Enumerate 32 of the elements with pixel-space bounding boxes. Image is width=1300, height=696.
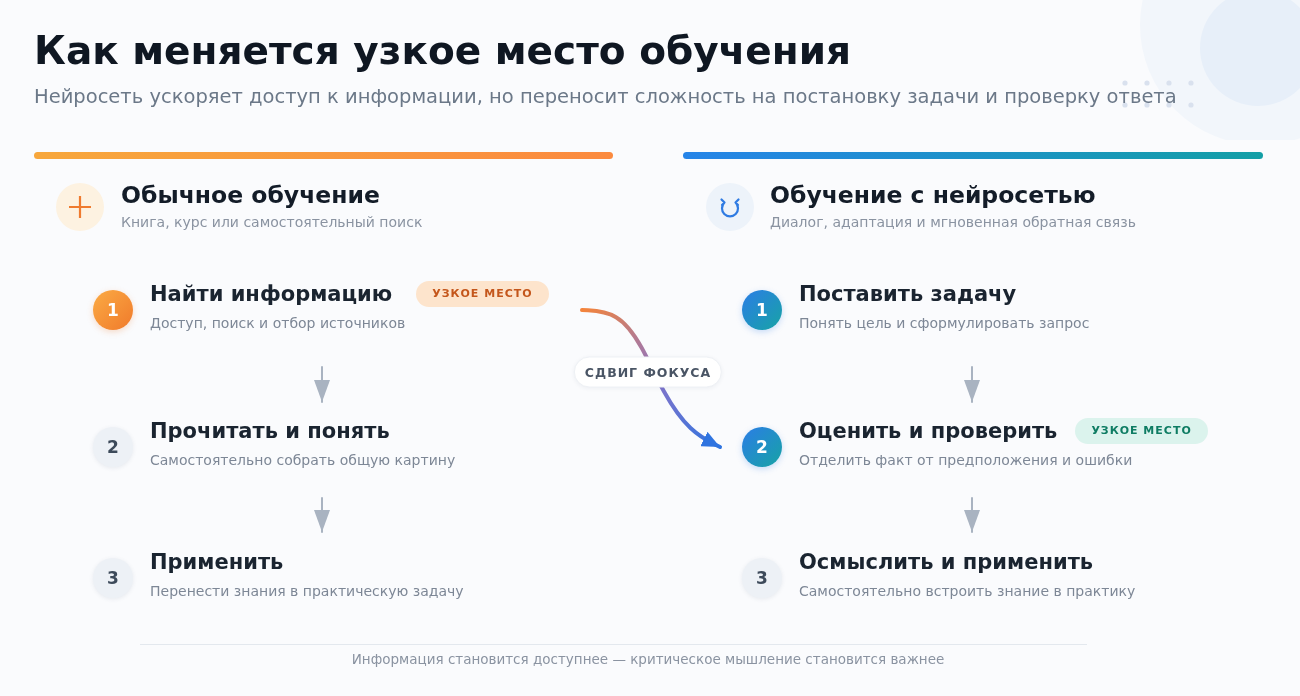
column-subheading: Книга, курс или самостоятельный поиск	[121, 213, 423, 231]
status-badge: УЗКОЕ МЕСТО	[1075, 418, 1208, 444]
subtitle: Нейросеть ускоряет доступ к информации, но переносит сложность на постановку задачи и проверку ответа	[34, 84, 1177, 109]
step-number: 3	[742, 558, 782, 598]
step-title: Осмыслить и применить	[799, 549, 1094, 575]
arrow	[964, 366, 980, 403]
step-description: Самостоятельно собрать общую картину	[150, 451, 456, 469]
step-title: Применить	[150, 549, 284, 575]
step-description: Перенести знания в практическую задачу	[150, 582, 464, 600]
step-title: Прочитать и понять	[150, 418, 390, 444]
step-number: 2	[742, 427, 782, 467]
step-number: 3	[93, 558, 133, 598]
column-subheading: Диалог, адаптация и мгновенная обратная связь	[770, 213, 1136, 231]
step-number: 1	[742, 290, 782, 330]
step-description: Понять цель и сформулировать запрос	[799, 314, 1090, 332]
step-description: Самостоятельно встроить знание в практику	[799, 582, 1136, 600]
page-title: Как меняется узкое место обучения	[34, 27, 852, 75]
step-title: Найти информацию	[150, 281, 393, 307]
column-heading: Обучение с нейросетью	[770, 180, 1096, 211]
step-description: Отделить факт от предположения и ошибки	[799, 451, 1133, 469]
caption: Информация становится доступнее — критическое мышление становится важнее	[351, 651, 945, 668]
step-description: Доступ, поиск и отбор источников	[150, 314, 406, 332]
arrow	[314, 497, 330, 533]
step-number: 1	[93, 290, 133, 330]
status-badge: УЗКОЕ МЕСТО	[416, 281, 549, 307]
column-heading: Обычное обучение	[121, 180, 380, 211]
step-title: Оценить и проверить	[799, 418, 1058, 444]
arrow	[314, 366, 330, 403]
step-number: 2	[93, 427, 133, 467]
arrow	[964, 497, 980, 533]
step-title: Поставить задачу	[799, 281, 1017, 307]
edge-label: СДВИГ ФОКУСА	[573, 356, 723, 388]
